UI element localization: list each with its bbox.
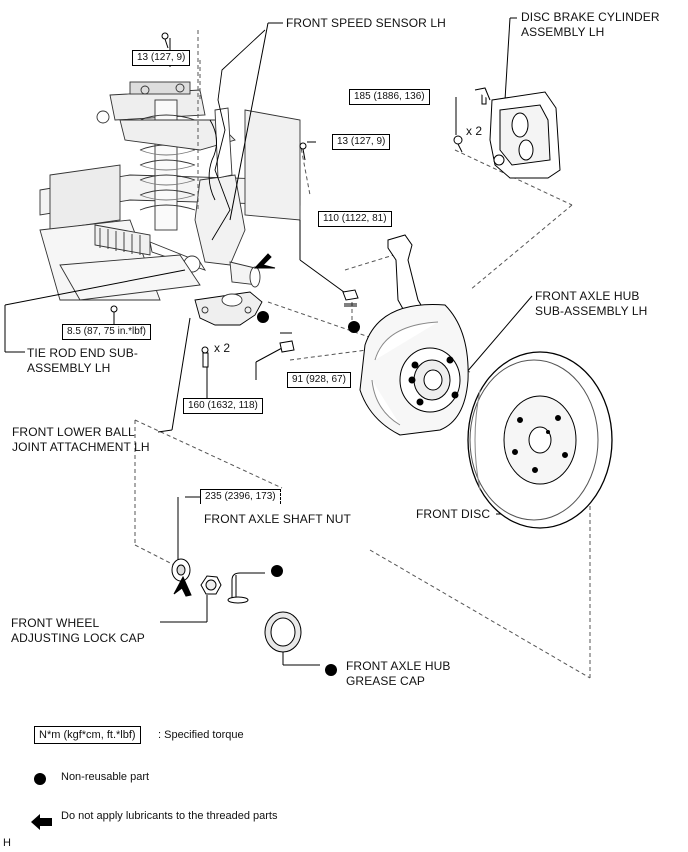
bolt-icon (110, 305, 118, 320)
label-front-speed-sensor: FRONT SPEED SENSOR LH (286, 16, 446, 30)
no-lubricant-arrow-axle (253, 253, 276, 269)
legend-no-lubricant-text: Do not apply lubricants to the threaded … (61, 810, 278, 822)
front-axle-hub-illustration (359, 304, 469, 436)
cotter-pin-illustration (227, 572, 265, 604)
label-front-axle-shaft-nut: FRONT AXLE SHAFT NUT (204, 512, 351, 526)
label-line: JOINT ATTACHMENT LH (12, 440, 150, 454)
grease-cap-illustration (264, 611, 302, 653)
non-reusable-dot (325, 664, 337, 676)
non-reusable-dot (348, 321, 360, 333)
label-lock-cap: FRONT WHEEL ADJUSTING LOCK CAP (11, 616, 145, 646)
torque-box-bracket-bolt: 13 (127, 9) (332, 134, 391, 150)
torque-box-tie-rod-bolt: 8.5 (87, 75 in.*lbf) (62, 324, 151, 340)
legend-non-reusable-text: Non-reusable part (61, 771, 150, 783)
lock-cap-illustration (200, 575, 222, 595)
no-lubricant-arrow-nut (173, 575, 192, 597)
label-tie-rod-end: TIE ROD END SUB- ASSEMBLY LH (27, 346, 138, 376)
brake-caliper-illustration (474, 87, 561, 179)
cotter-pin-icon (344, 303, 357, 307)
non-reusable-dot (271, 565, 283, 577)
torque-box-ball-joint-bolt: 160 (1632, 118) (183, 398, 263, 414)
bolt-icon (453, 135, 463, 153)
non-reusable-markers (257, 311, 360, 676)
label-line: ADJUSTING LOCK CAP (11, 631, 145, 645)
legend-arrow-icon (31, 814, 52, 830)
torque-box-caliper-bolt: 185 (1886, 136) (349, 89, 430, 105)
label-line: ASSEMBLY LH (521, 25, 605, 39)
quantity-caliper-bolts: x 2 (466, 124, 483, 138)
label-front-disc: FRONT DISC (416, 507, 491, 521)
assembly-dashed-lines (134, 30, 591, 679)
label-line: TIE ROD END SUB- (27, 346, 138, 360)
label-front-axle-hub: FRONT AXLE HUB SUB-ASSEMBLY LH (535, 289, 647, 319)
label-lower-ball-joint: FRONT LOWER BALL JOINT ATTACHMENT LH (12, 425, 150, 455)
non-reusable-dot (257, 311, 269, 323)
bolt-icons (110, 32, 487, 368)
label-grease-cap: FRONT AXLE HUB GREASE CAP (346, 659, 451, 689)
label-line: FRONT AXLE HUB (346, 659, 451, 673)
torque-box-speed-sensor-bolt: 13 (127, 9) (132, 50, 191, 66)
bolt-icon (201, 346, 209, 368)
axle-shaft-nut-illustration (171, 558, 191, 582)
quantity-ball-joint-bolts: x 2 (214, 341, 231, 355)
legend-torque-description: : Specified torque (158, 729, 244, 741)
label-disc-brake-cylinder: DISC BRAKE CYLINDER ASSEMBLY LH (521, 10, 660, 40)
torque-box-axle-nut: 235 (2396, 173) (200, 489, 281, 504)
nut-icon (279, 340, 295, 353)
torque-box-knuckle-nut: 110 (1122, 81) (318, 211, 392, 227)
torque-box-tie-rod-nut: 91 (928, 67) (287, 372, 351, 388)
label-line: FRONT AXLE HUB (535, 289, 640, 303)
illustration-code: H (3, 837, 12, 849)
bolt-icon (161, 32, 169, 49)
label-line: DISC BRAKE CYLINDER (521, 10, 660, 24)
label-line: FRONT WHEEL (11, 616, 100, 630)
label-line: FRONT LOWER BALL (12, 425, 135, 439)
nut-icon (342, 289, 359, 301)
bolt-icon (299, 142, 307, 161)
label-line: SUB-ASSEMBLY LH (535, 304, 648, 318)
label-line: GREASE CAP (346, 674, 426, 688)
legend-torque-box: N*m (kgf*cm, ft.*lbf) (34, 726, 141, 744)
suspension-assembly-illustration (39, 29, 301, 326)
brake-disc-illustration (467, 351, 613, 529)
legend-non-reusable-dot (34, 773, 46, 785)
label-line: ASSEMBLY LH (27, 361, 111, 375)
